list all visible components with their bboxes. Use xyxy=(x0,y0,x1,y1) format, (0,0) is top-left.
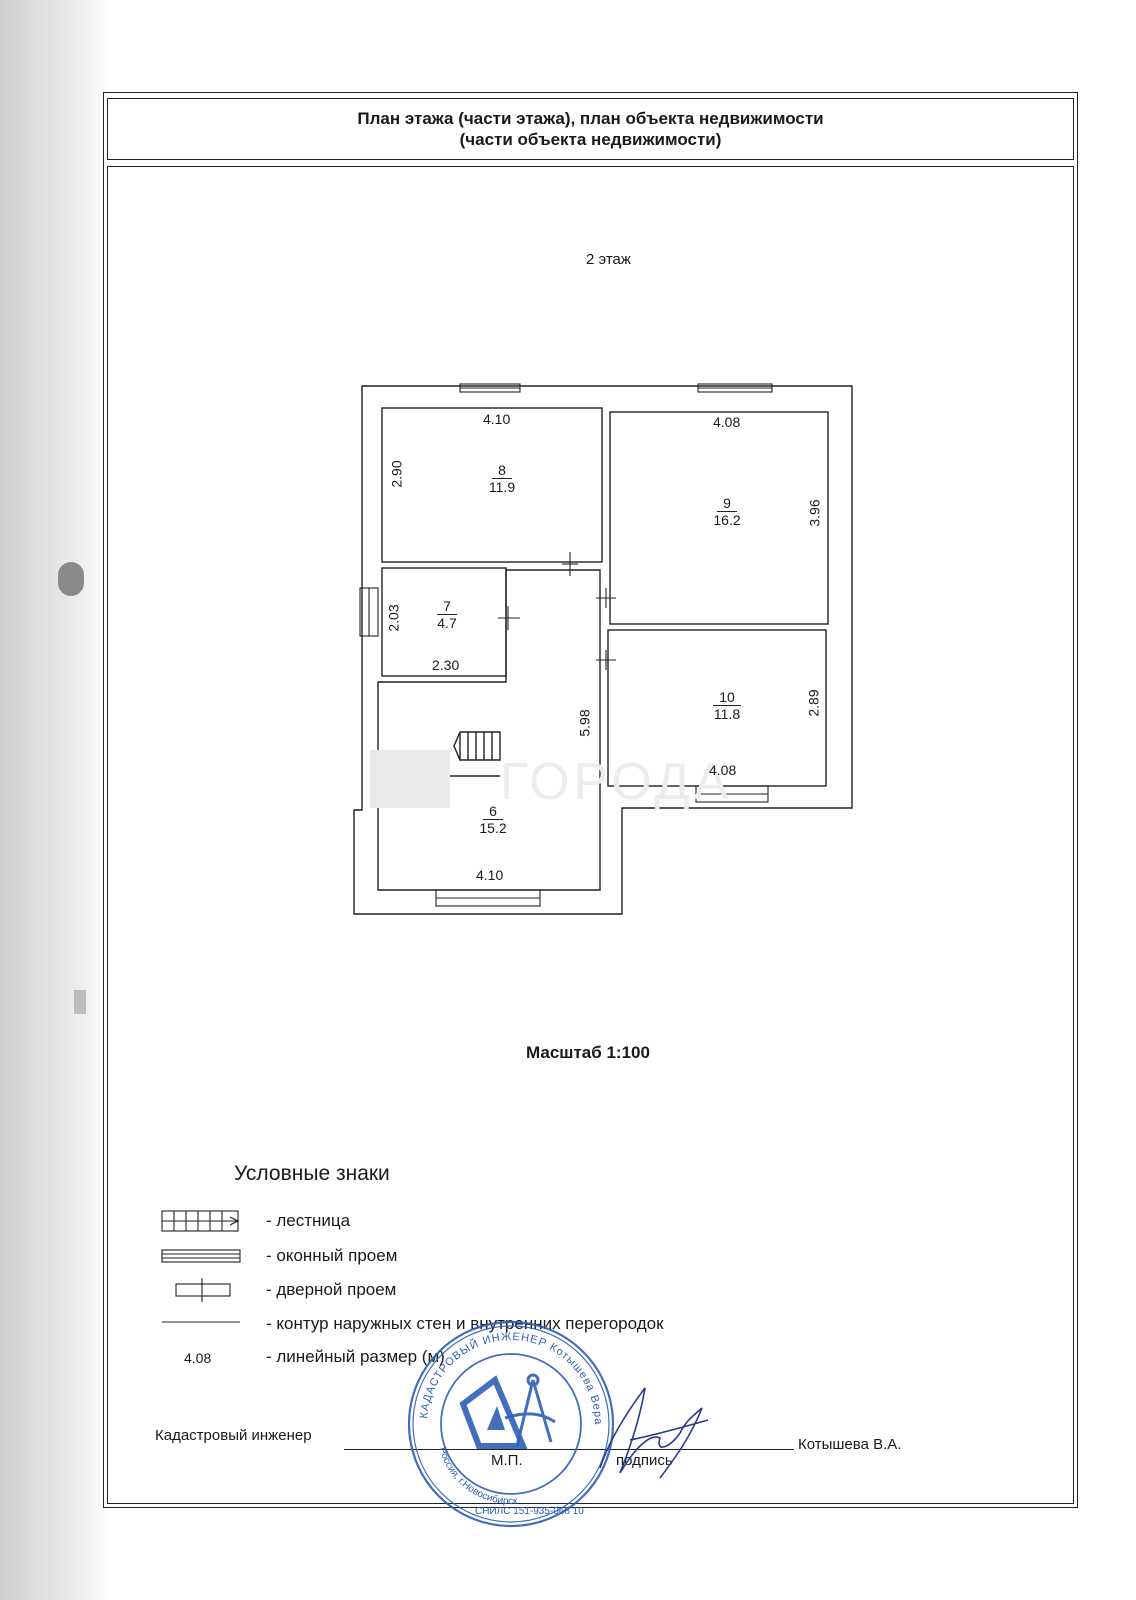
room-area: 4.7 xyxy=(437,615,457,631)
room-area: 11.9 xyxy=(488,479,516,495)
room-9-outline xyxy=(609,411,829,625)
wall-line-symbol-icon xyxy=(162,1321,240,1323)
legend-label-wall: - контур наружных стен и внутренних пере… xyxy=(266,1314,664,1333)
engineer-role: Кадастровый инженер xyxy=(155,1427,312,1444)
header-title-line1: План этажа (части этажа), план объекта н… xyxy=(357,109,824,128)
legend-row-window: - оконный проем xyxy=(160,1243,397,1269)
outer-wall xyxy=(353,385,853,915)
stairs-symbol-icon xyxy=(161,1210,240,1232)
room-area: 16.2 xyxy=(713,512,741,528)
room-number: 7 xyxy=(437,598,457,615)
dim-room9-width: 4.08 xyxy=(713,414,741,430)
page-frame xyxy=(103,92,1078,1508)
header-box: План этажа (части этажа), план объекта н… xyxy=(107,98,1074,160)
content-box xyxy=(107,166,1074,1504)
legend-label-stairs: - лестница xyxy=(266,1211,351,1230)
room-number: 10 xyxy=(713,689,741,706)
seal-stamp: КАДАСТРОВЫЙ ИНЖЕНЕР Котышева Вера Алексе… xyxy=(405,1318,615,1528)
dim-corridor-length: 5.98 xyxy=(576,709,593,737)
binding-clip xyxy=(74,990,86,1014)
dim-room9-height: 3.96 xyxy=(806,499,823,527)
handwritten-signature xyxy=(599,1387,709,1479)
mp-label: М.П. xyxy=(491,1452,523,1469)
dim-room7-height: 2.03 xyxy=(385,604,402,632)
engineer-name: Котышева В.А. xyxy=(798,1436,902,1453)
floor-label: 2 этаж xyxy=(586,251,631,268)
legend-label-dimension: - линейный размер (м) xyxy=(266,1347,445,1366)
legend-label-door: - дверной проем xyxy=(266,1280,397,1299)
corridor-outline xyxy=(377,569,601,891)
punch-hole xyxy=(58,562,84,596)
watermark-text: ГОРОДА xyxy=(500,753,733,811)
floor-plan xyxy=(353,383,853,915)
legend-row-door: - дверной проем xyxy=(160,1277,396,1303)
dim-room10-height: 2.89 xyxy=(805,689,822,717)
legend-dimension-sample: 4.08 xyxy=(184,1350,212,1366)
svg-text:Россия, г.Новосибирск: Россия, г.Новосибирск xyxy=(436,1446,518,1507)
legend-title: Условные знаки xyxy=(234,1162,390,1185)
legend-row-wall: - контур наружных стен и внутренних пере… xyxy=(160,1314,664,1341)
dim-room10-width: 4.08 xyxy=(709,762,737,778)
scan-binding-shadow xyxy=(0,0,110,1600)
room-number: 6 xyxy=(483,803,503,820)
dim-room8-height: 2.90 xyxy=(388,460,405,488)
door-symbol-icon xyxy=(175,1278,231,1302)
legend-label-window: - оконный проем xyxy=(266,1246,398,1265)
stamp-inner-text: Россия, г.Новосибирск xyxy=(436,1446,518,1507)
room-area: 15.2 xyxy=(479,820,507,836)
dim-room7-width: 2.30 xyxy=(432,657,460,673)
room-number: 8 xyxy=(492,462,512,479)
header-title-line2: (части объекта недвижимости) xyxy=(459,130,722,149)
room-number: 9 xyxy=(717,495,737,512)
scale-label: Масштаб 1:100 xyxy=(526,1043,650,1062)
stamp-snils: СНИЛС 151-935-068 10 xyxy=(475,1506,584,1517)
signature-line xyxy=(344,1449,794,1450)
legend-row-stairs: - лестница xyxy=(160,1208,350,1234)
dim-room8-width: 4.10 xyxy=(483,411,511,427)
window-symbol-icon xyxy=(161,1249,241,1263)
dim-room6-width: 4.10 xyxy=(476,867,504,883)
room-area: 11.8 xyxy=(713,706,741,722)
room-8-outline xyxy=(381,407,603,563)
watermark-logo xyxy=(370,750,450,808)
